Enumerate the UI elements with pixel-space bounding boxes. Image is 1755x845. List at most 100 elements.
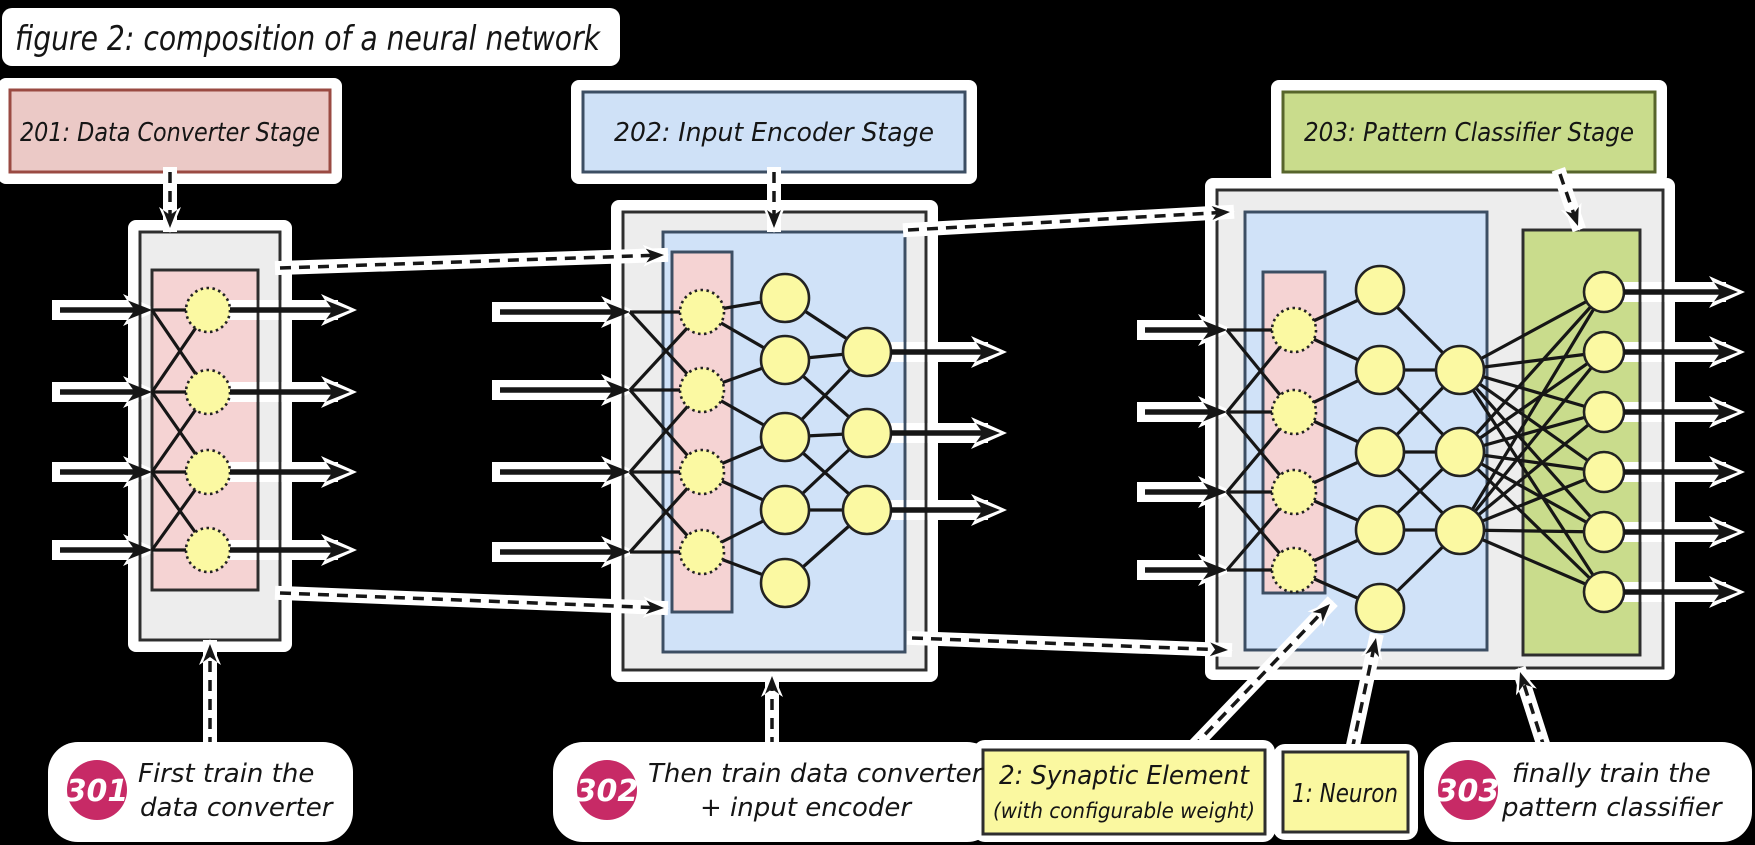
neuron <box>1354 426 1406 478</box>
stage1-to-stage2-bottom-link <box>279 591 653 610</box>
input-arrow-head <box>606 542 630 562</box>
stage-202-label: 202: Input Encoder Stage <box>614 118 934 148</box>
annotation-layer <box>48 740 1752 842</box>
synaptic-element <box>184 368 232 416</box>
note-303-line2: pattern classifier <box>1501 793 1724 823</box>
badge-301-circle <box>67 760 127 820</box>
neuron-note-box <box>1281 750 1410 834</box>
classifier-neuron <box>1582 510 1626 554</box>
synaptic-note-line2: (with configurable weight) <box>993 799 1255 823</box>
output-arrow-head <box>1714 402 1738 422</box>
stage-203-converter-column-border <box>1261 270 1327 595</box>
input-arrow-head <box>606 462 630 482</box>
stage1-to-stage2-top-link <box>279 253 653 270</box>
output-arrow-head <box>326 462 350 482</box>
neuron <box>759 272 811 324</box>
input-arrow-head <box>128 540 152 560</box>
neuron-note-pointer-head <box>1365 638 1380 658</box>
note-301-pointer-head <box>203 644 217 662</box>
output-arrow-head <box>326 540 350 560</box>
stage2-to-stage3-top-link-head <box>1211 206 1230 220</box>
note-303-pointer <box>1521 682 1547 751</box>
stage-203-label-box-border <box>1281 90 1657 174</box>
neuron <box>1354 264 1406 316</box>
neuron <box>841 484 893 536</box>
neuron <box>1354 504 1406 556</box>
output-arrow-head <box>326 300 350 320</box>
synaptic-element <box>184 286 232 334</box>
neuron <box>841 326 893 378</box>
stage-203-label-box <box>1281 90 1657 174</box>
synaptic-element <box>678 366 726 414</box>
synaptic-element <box>1270 388 1318 436</box>
connection-line <box>1458 350 1606 532</box>
neuron <box>1434 426 1486 478</box>
input-arrow-head <box>1203 560 1227 580</box>
stage-203-label: 203: Pattern Classifier Stage <box>1304 118 1634 148</box>
badge-303-circle <box>1438 760 1498 820</box>
connection-line <box>1459 368 1605 474</box>
stage-202-encoder-area-border <box>661 230 907 654</box>
neuron <box>759 484 811 536</box>
connection-line <box>1458 450 1606 594</box>
stage2-to-stage3-bottom-link <box>911 636 1217 652</box>
note-301-halo <box>48 742 353 842</box>
connection-line <box>1458 368 1606 534</box>
input-arrow-head <box>128 462 152 482</box>
label-203-pointer-head <box>1565 206 1579 226</box>
synaptic-element <box>1270 468 1318 516</box>
input-arrow-head <box>606 302 630 322</box>
output-arrow-head <box>1714 582 1738 602</box>
border-layer <box>8 88 1665 672</box>
neuron <box>1354 344 1406 396</box>
neuron <box>759 557 811 609</box>
classifier-neuron <box>1582 570 1626 614</box>
note-303-line1: finally train the <box>1512 759 1711 789</box>
title-halo <box>2 8 620 66</box>
synaptic-note-pointer <box>1190 611 1323 750</box>
neuron <box>1434 504 1486 556</box>
label-202-pointer-head <box>767 210 781 228</box>
neuron-note-pointer <box>1350 649 1376 751</box>
badge-301: 301 <box>66 774 129 809</box>
synaptic-note-box <box>981 748 1267 836</box>
neuron <box>1434 344 1486 396</box>
connection-line <box>1458 291 1606 531</box>
note-302-line1: Then train data converter <box>648 759 985 789</box>
synaptic-element <box>184 526 232 574</box>
output-arrow-head <box>1714 522 1738 542</box>
neuron-note-label: 1: Neuron <box>1292 779 1398 809</box>
stage2-to-stage3-top-link <box>907 210 1219 232</box>
figure-title: figure 2: composition of a neural networ… <box>15 19 601 59</box>
connection-line <box>1459 450 1605 534</box>
connection-line <box>1458 410 1606 532</box>
synaptic-element <box>1270 546 1318 594</box>
stage1-to-stage2-bottom-link-head <box>645 600 664 615</box>
label-201-pointer-head <box>163 210 177 228</box>
output-arrow-head <box>326 382 350 402</box>
synaptic-element <box>678 448 726 496</box>
classifier-neuron <box>1582 270 1626 314</box>
note-303-pointer-head <box>1518 672 1533 692</box>
stage-203-box-border <box>1215 188 1665 670</box>
badge-302-circle <box>577 760 637 820</box>
neuron <box>759 334 811 386</box>
note-303-halo <box>1424 742 1752 842</box>
output-arrow-head <box>976 342 1000 362</box>
synaptic-element <box>1270 306 1318 354</box>
connection-line <box>1459 528 1605 594</box>
arrow-layer <box>60 166 1738 757</box>
output-arrow-head <box>1714 282 1738 302</box>
output-arrow-head <box>1714 462 1738 482</box>
stage-202-converter-column-border <box>670 250 734 614</box>
connection-line <box>1459 350 1605 454</box>
synaptic-element <box>184 448 232 496</box>
synaptic-element <box>678 528 726 576</box>
input-arrow-head <box>1203 402 1227 422</box>
input-arrow-head <box>1203 320 1227 340</box>
neuron <box>759 411 811 463</box>
input-arrow-head <box>1203 482 1227 502</box>
input-arrow-head <box>606 380 630 400</box>
badge-303: 303 <box>1437 774 1500 809</box>
